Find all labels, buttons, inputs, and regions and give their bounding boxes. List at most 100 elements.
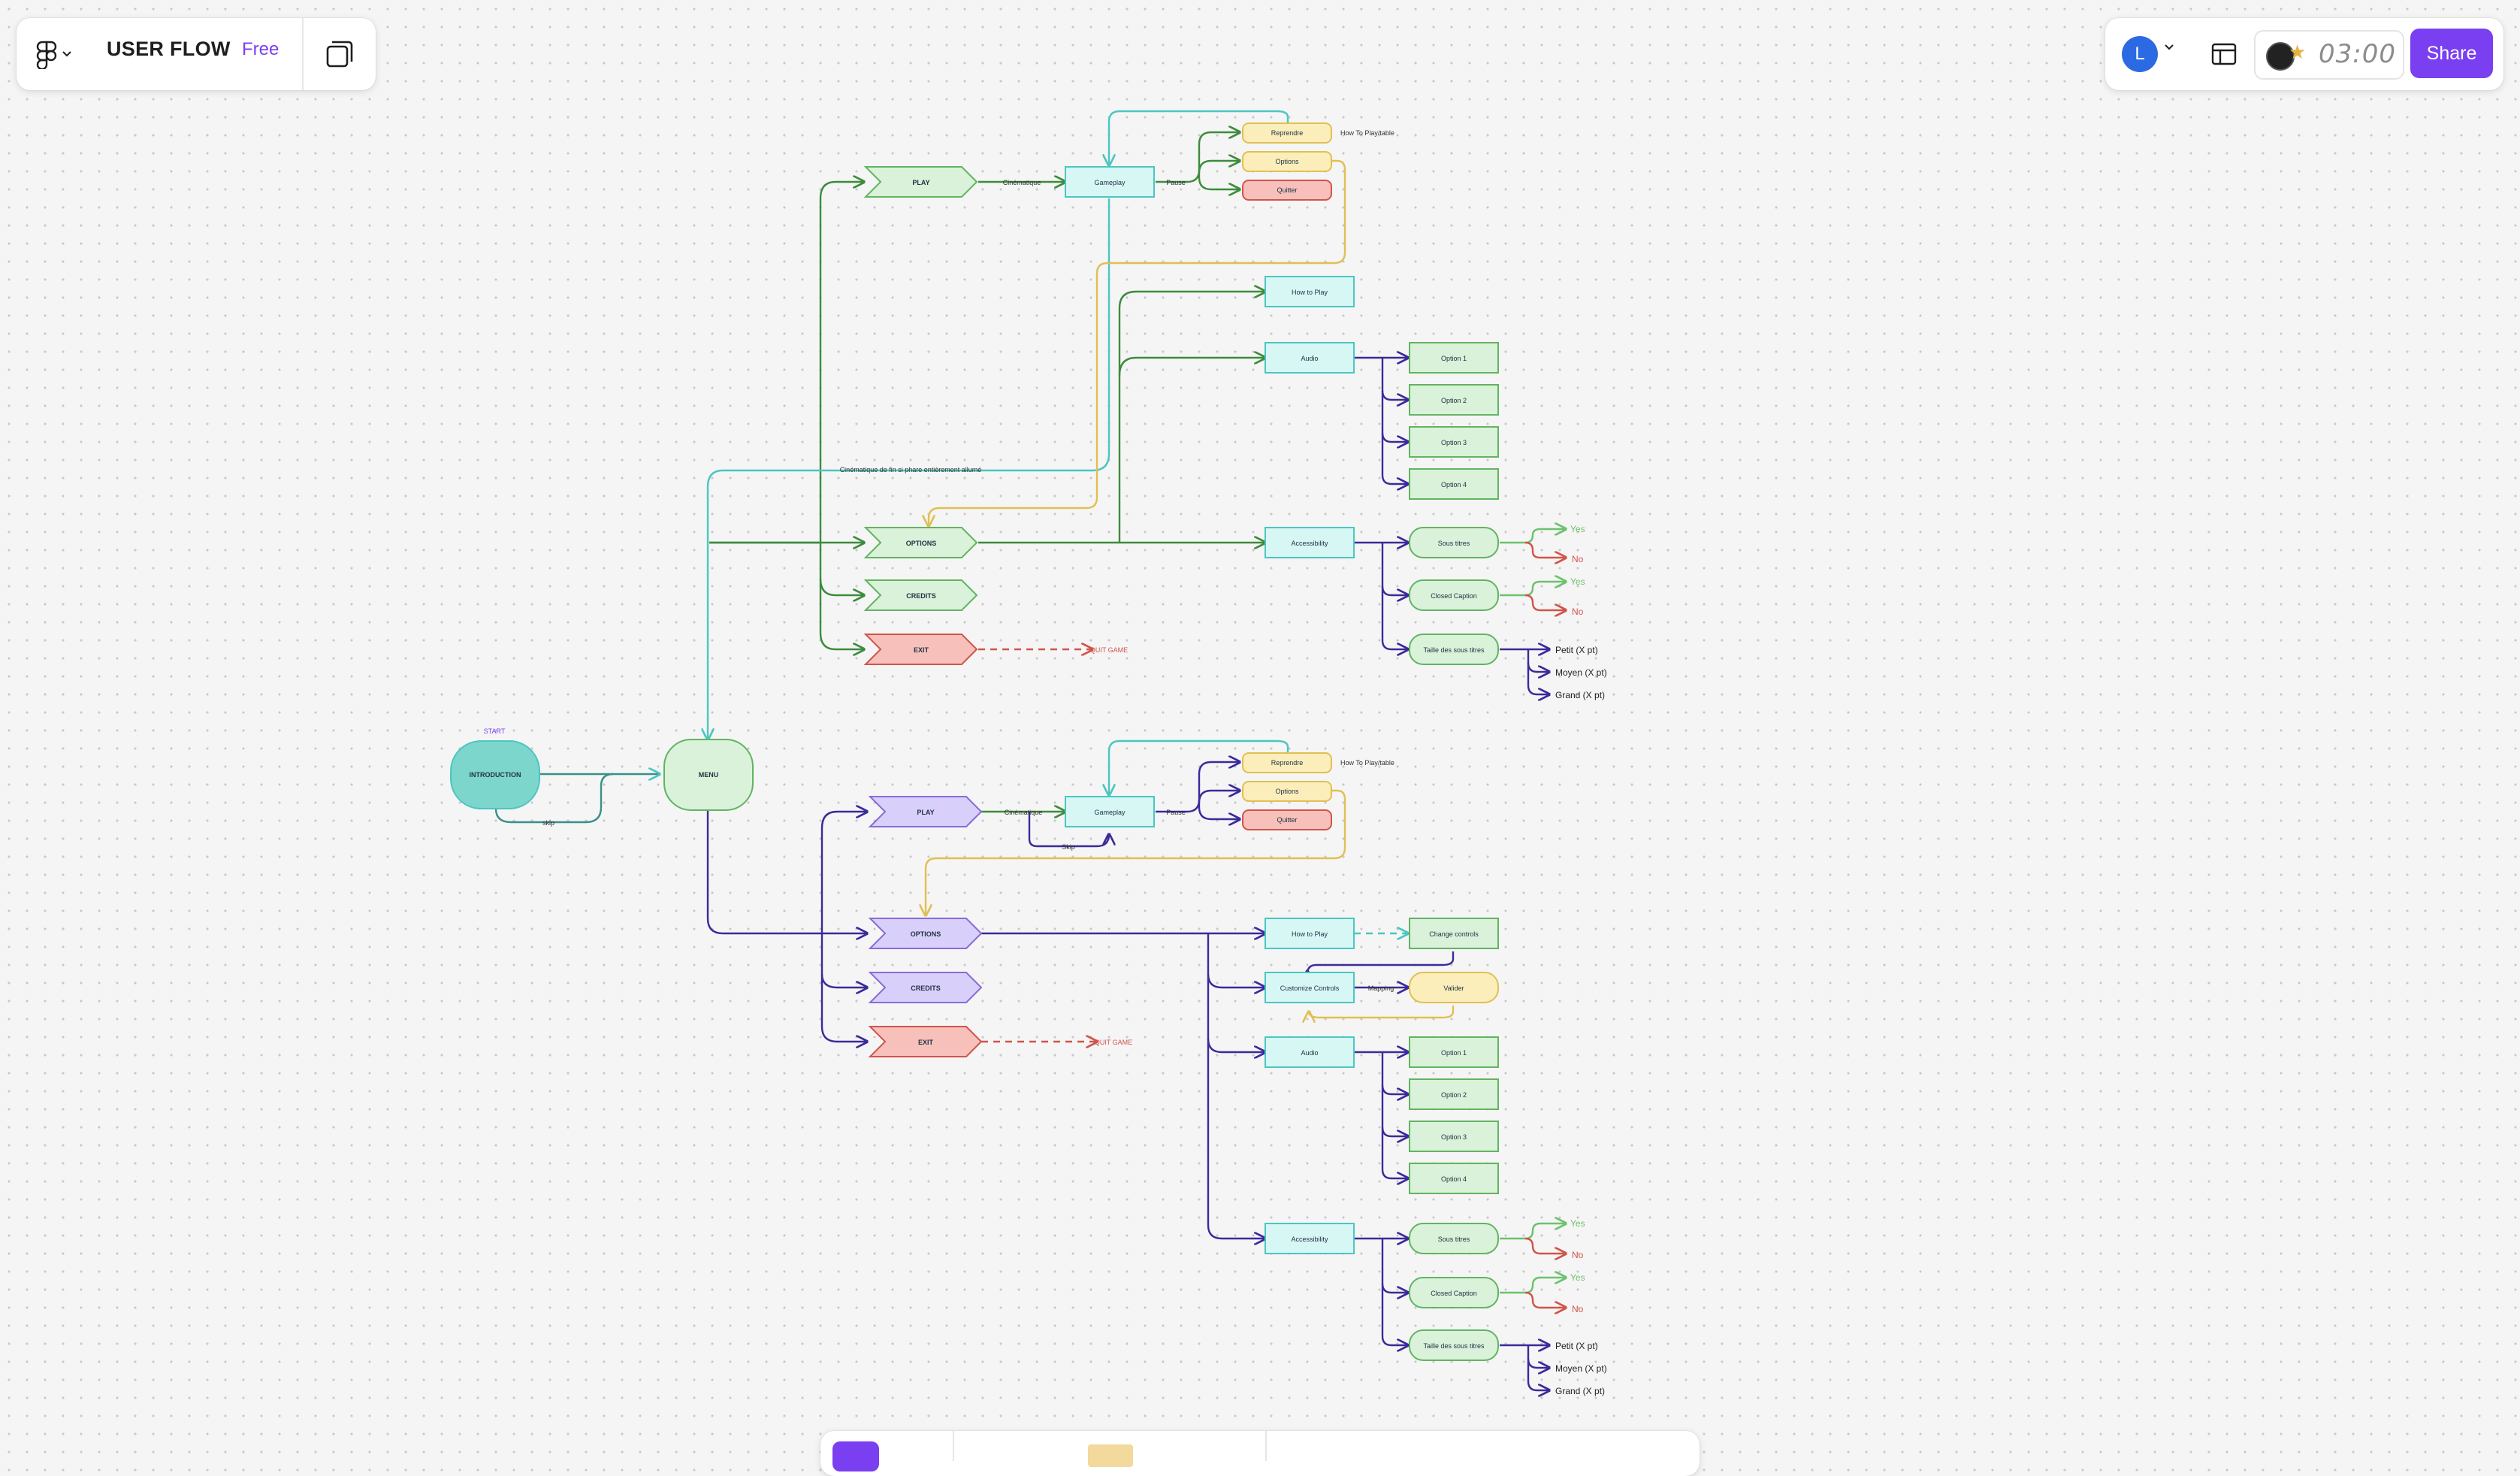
v2-change-controls-node[interactable] [1409, 918, 1499, 949]
v2-options-item-node[interactable] [1242, 781, 1332, 802]
v1-audio-option-node[interactable] [1409, 342, 1499, 374]
v2-accessibility-node[interactable] [1265, 1223, 1355, 1254]
v2-options-item-label: Options [1275, 788, 1299, 795]
connectors-v1-audio [1354, 358, 1549, 694]
v2-size-label: Moyen (X pt) [1555, 1363, 1607, 1374]
v2-size-label: Petit (X pt) [1555, 1341, 1598, 1351]
share-button[interactable]: Share [2410, 29, 2493, 78]
v1-menu: PLAY OPTIONS CREDITS EXIT QUIT GAME Ciné… [863, 122, 1394, 665]
collab-toolbar: L ★ 03:00 Share [2105, 18, 2503, 90]
layout-button[interactable] [2207, 38, 2241, 71]
v2-howtoplay-node[interactable] [1265, 918, 1355, 949]
v1-pause-label: Pause [1166, 179, 1186, 186]
yes-no-branches-v2 [1500, 1223, 1566, 1308]
v2-audio-node[interactable] [1265, 1036, 1355, 1068]
v2-gameplay-label: Gameplay [1094, 809, 1126, 816]
v1-sous-titres-node[interactable] [1409, 527, 1499, 558]
main-menu-button[interactable] [36, 36, 104, 72]
yes-no-branches-v1 [1500, 529, 1566, 610]
menu-label: MENU [699, 771, 719, 779]
v1-closed-caption-label: Closed Caption [1431, 592, 1477, 600]
v2-closed-caption-label: Closed Caption [1431, 1290, 1477, 1297]
end-cinematic-label: Cinématique de fin si phare entièrement … [840, 466, 982, 473]
v2-quitter-label: Quitter [1277, 816, 1297, 824]
v2-audio-option-label: Option 1 [1441, 1049, 1467, 1057]
v2-yes-label: Yes [1570, 1218, 1585, 1229]
v1-reprendre-label: Reprendre [1271, 129, 1304, 137]
v2-howto-table-label: How To Play/table [1340, 759, 1394, 767]
v1-quitter-label: Quitter [1277, 186, 1297, 194]
v2-gameplay-node[interactable] [1065, 796, 1155, 827]
v2-credits-node[interactable] [868, 972, 983, 1003]
v1-audio-option-node[interactable] [1409, 384, 1499, 416]
v2-skip-label: Skip [1062, 843, 1075, 851]
v2-audio-option-node[interactable] [1409, 1121, 1499, 1152]
v1-audio-node[interactable] [1265, 342, 1355, 374]
v1-size-label: Grand (X pt) [1555, 690, 1605, 700]
v2-sous-titres-label: Sous titres [1438, 1236, 1470, 1243]
star-icon: ★ [2289, 41, 2307, 63]
v2-closed-caption-node[interactable] [1409, 1277, 1499, 1308]
v2-exit-node[interactable] [868, 1026, 983, 1057]
v1-audio-option-label: Option 4 [1441, 481, 1467, 488]
menu-node[interactable] [663, 739, 754, 811]
v2-change-controls-label: Change controls [1429, 930, 1479, 938]
timer-value: 03:00 [2319, 39, 2396, 69]
v2-customize-controls-label: Customize Controls [1280, 985, 1340, 992]
avatar[interactable]: L [2122, 36, 2158, 72]
v1-gameplay-node[interactable] [1065, 166, 1155, 198]
v2-size-label: Grand (X pt) [1555, 1386, 1605, 1396]
v1-options-node[interactable] [863, 527, 978, 558]
v1-audio-option-node[interactable] [1409, 468, 1499, 500]
timer-icon [2266, 42, 2295, 71]
v2-play-node[interactable] [868, 796, 983, 827]
v2-no-label: No [1572, 1304, 1584, 1314]
bottom-toolbar [820, 1431, 1700, 1476]
move-tool-button[interactable] [832, 1441, 879, 1471]
pages-button[interactable] [320, 35, 359, 74]
v2-menu: PLAY OPTIONS CREDITS EXIT QUIT GAME Ciné… [868, 752, 1394, 1057]
v2-options-node[interactable] [868, 918, 983, 949]
timer-widget[interactable]: ★ 03:00 [2254, 30, 2404, 80]
v1-taille-node[interactable] [1409, 634, 1499, 665]
v1-audio-option-node[interactable] [1409, 426, 1499, 458]
v1-reprendre-node[interactable] [1242, 122, 1332, 144]
file-toolbar: USER FLOW Free [17, 18, 376, 90]
v1-play-node[interactable] [863, 166, 978, 198]
v1-sous-titres-label: Sous titres [1438, 540, 1470, 547]
v2-exit-label: EXIT [918, 1039, 934, 1046]
v1-options-item-node[interactable] [1242, 151, 1332, 172]
v1-quit-game-label: QUIT GAME [1090, 646, 1128, 654]
v2-quitter-node[interactable] [1242, 809, 1332, 830]
v2-audio-option-label: Option 4 [1441, 1175, 1467, 1183]
v1-exit-node[interactable] [863, 634, 978, 665]
chevron-down-icon[interactable] [2164, 44, 2174, 51]
v2-audio-option-node[interactable] [1409, 1036, 1499, 1068]
v2-taille-node[interactable] [1409, 1329, 1499, 1361]
v1-howto-table-label: How To Play/table [1340, 129, 1394, 137]
v1-accessibility-label: Accessibility [1291, 540, 1328, 547]
v1-closed-caption-node[interactable] [1409, 579, 1499, 611]
v2-reprendre-node[interactable] [1242, 752, 1332, 773]
v1-accessibility-node[interactable] [1265, 527, 1355, 558]
v1-size-label: Petit (X pt) [1555, 645, 1598, 655]
sticky-note-tool-button[interactable] [1088, 1444, 1133, 1467]
v2-credits-label: CREDITS [911, 985, 941, 992]
v2-audio-option-node[interactable] [1409, 1078, 1499, 1110]
intro-node[interactable] [450, 740, 540, 809]
v2-audio-option-label: Option 3 [1441, 1133, 1467, 1141]
v1-howtoplay-node[interactable] [1265, 276, 1355, 307]
skip-label: skip [542, 819, 554, 827]
v1-credits-node[interactable] [863, 579, 978, 611]
v2-sous-titres-node[interactable] [1409, 1223, 1499, 1254]
v2-customize-controls-node[interactable] [1265, 972, 1355, 1003]
plan-badge[interactable]: Free [242, 39, 279, 59]
v1-audio-option-label: Option 1 [1441, 355, 1467, 362]
v2-audio-option-node[interactable] [1409, 1163, 1499, 1194]
v1-audio-option-label: Option 2 [1441, 397, 1467, 404]
v2-valider-node[interactable] [1409, 972, 1499, 1003]
v2-reprendre-label: Reprendre [1271, 759, 1304, 767]
file-title[interactable]: USER FLOW [107, 38, 231, 60]
v1-quitter-node[interactable] [1242, 180, 1332, 201]
